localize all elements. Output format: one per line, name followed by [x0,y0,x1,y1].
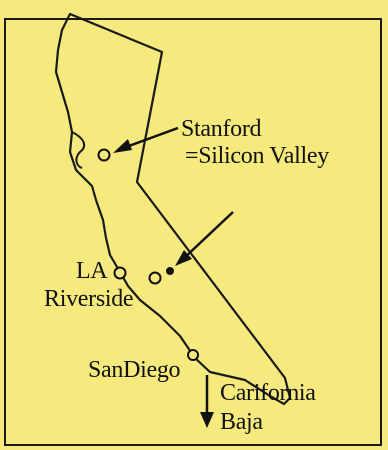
riverside-marker [148,271,162,285]
baja-label: Baja [220,409,263,435]
stanford-marker [97,148,111,162]
map-border [4,18,382,446]
california-outline [54,12,292,406]
california-label: Carifornia [220,380,316,406]
silicon-valley-label: =Silicon Valley [185,143,329,169]
la-label: LA [76,258,108,284]
inland-arrow [181,211,234,261]
san-diego-marker [187,349,199,361]
target-dot [166,267,174,275]
inland-arrowhead [175,250,192,266]
stanford-arrowhead [113,139,132,153]
bay-area-coast [71,131,86,169]
riverside-label: Riverside [44,286,134,312]
la-marker [113,266,127,280]
baja-arrowhead [200,412,214,428]
stanford-label: Stanford [181,116,262,142]
san-diego-label: SanDiego [88,357,181,383]
